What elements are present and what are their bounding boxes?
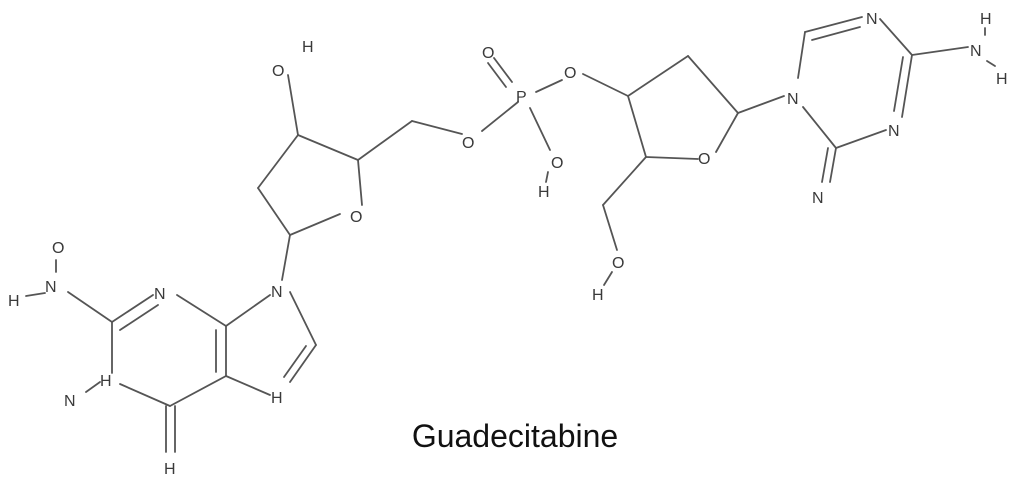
atom-label: N	[154, 286, 166, 303]
atom-label: N	[64, 393, 76, 410]
atom-label: H	[996, 71, 1008, 88]
atom-label: O	[482, 45, 494, 62]
atom-label: N	[787, 91, 799, 108]
atom-label: P	[516, 89, 527, 106]
atom-label: N	[970, 43, 982, 60]
atom-label: H	[538, 184, 550, 201]
atom-label: N	[45, 279, 57, 296]
atom-label: O	[698, 151, 710, 168]
atom-label: N	[271, 284, 283, 301]
atom-label: O	[272, 63, 284, 80]
atom-label: O	[52, 240, 64, 257]
atom-label: H	[8, 293, 20, 310]
bonds	[25, 16, 996, 453]
atom-label: N	[888, 123, 900, 140]
atom-labels: O H O O O P O O H O O H N N N H H N N O …	[8, 11, 1008, 478]
atom-label: N	[812, 190, 824, 207]
atom-label: H	[592, 287, 604, 304]
atom-label: O	[350, 209, 362, 226]
atom-label: H	[980, 11, 992, 28]
atom-label: O	[564, 65, 576, 82]
atom-label: H	[302, 39, 314, 56]
atom-label: O	[612, 255, 624, 272]
atom-label: O	[551, 155, 563, 172]
atom-label: H	[271, 390, 283, 407]
compound-name: Guadecitabine	[411, 418, 619, 454]
atom-label: H	[164, 461, 176, 478]
atom-label: O	[462, 135, 474, 152]
atom-label: N	[866, 11, 878, 28]
atom-label: H	[100, 373, 112, 390]
